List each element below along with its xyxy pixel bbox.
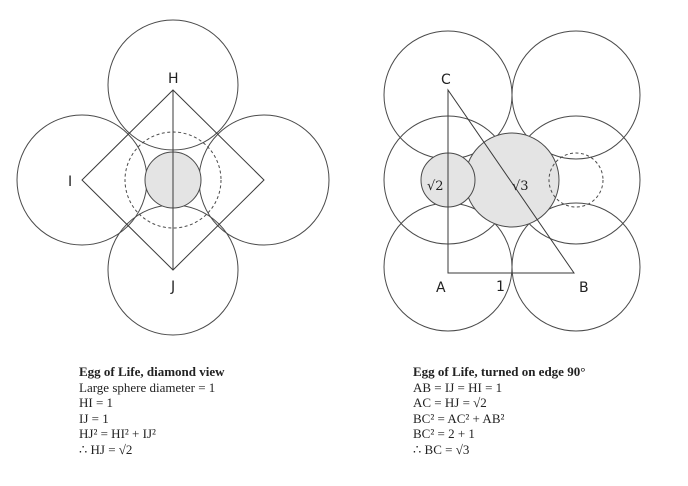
left-caption-line: HJ² = HI² + IJ²: [79, 426, 156, 441]
left-caption-line: HI = 1: [79, 395, 114, 410]
dashed-sphere: [548, 152, 604, 208]
triangle-abc: [447, 88, 575, 274]
right-caption-title: Egg of Life, turned on edge 90°: [413, 364, 586, 379]
label-j: J: [170, 279, 175, 295]
right-caption-line: ∴ BC = √3: [413, 441, 470, 457]
right-figure: C A B 1 √2 √3: [383, 30, 641, 332]
left-caption-line: Large sphere diameter = 1: [79, 379, 216, 395]
label-sqrt3: √3: [512, 179, 529, 194]
right-caption-line: AC = HJ = √2: [413, 395, 487, 410]
label-sqrt2: √2: [427, 179, 444, 194]
label-b: B: [579, 280, 589, 296]
left-caption-line: IJ = 1: [79, 410, 109, 426]
right-caption: Egg of Life, turned on edge 90° AB = IJ …: [413, 364, 585, 457]
label-a: A: [436, 280, 446, 296]
right-caption-line: BC² = 2 + 1: [413, 426, 475, 441]
label-edge-ab: 1: [496, 279, 505, 295]
right-caption-line: AB = IJ = HI = 1: [413, 379, 503, 395]
right-caption-line: BC² = AC² + AB²: [413, 410, 505, 426]
bottom-right-circle: [511, 202, 641, 332]
label-c: C: [441, 72, 451, 88]
left-caption-line: ∴ HJ = √2: [79, 441, 133, 457]
left-caption: Egg of Life, diamond view Large sphere d…: [79, 364, 225, 457]
label-i: I: [68, 174, 72, 190]
left-caption-title: Egg of Life, diamond view: [79, 364, 225, 379]
top-right-circle: [511, 30, 641, 160]
label-h: H: [168, 71, 179, 87]
left-figure: H I J: [16, 19, 330, 336]
